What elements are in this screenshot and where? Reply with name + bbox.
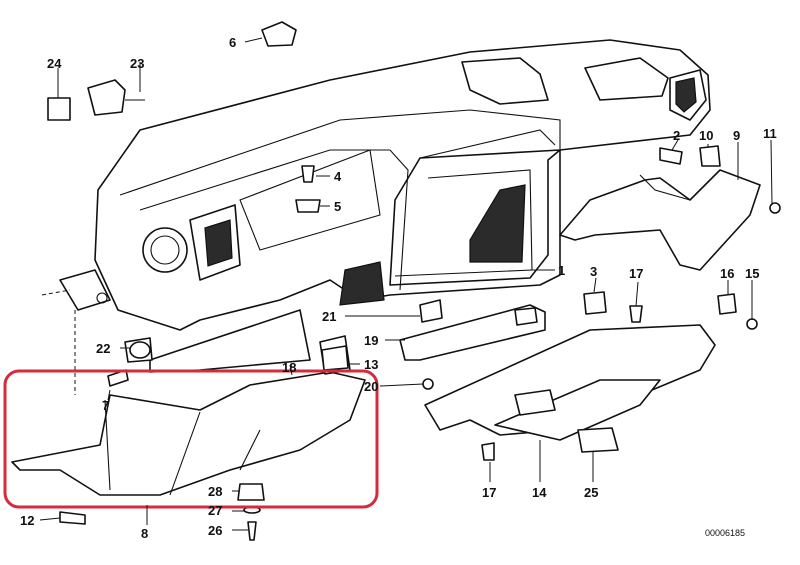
callout-18: 18 — [282, 360, 296, 375]
callout-22: 22 — [96, 341, 110, 356]
right-side-panel — [559, 169, 761, 271]
callout-9: 9 — [733, 128, 740, 143]
callout-17-upper: 17 — [629, 266, 643, 281]
callout-28: 28 — [208, 484, 222, 499]
callout-11: 11 — [763, 126, 777, 141]
callout-13: 13 — [364, 357, 378, 372]
highlight-box — [3, 369, 379, 509]
callout-26: 26 — [208, 523, 222, 538]
callout-2: 2 — [673, 128, 680, 143]
callout-6: 6 — [229, 35, 236, 50]
callout-7: 7 — [102, 398, 109, 413]
callout-19: 19 — [364, 333, 378, 348]
callout-5: 5 — [334, 199, 341, 214]
callout-8: 8 — [141, 526, 148, 541]
callout-20: 20 — [364, 379, 378, 394]
dashboard-main-body — [41, 39, 711, 395]
leader-lines — [39, 37, 773, 531]
callout-27: 27 — [208, 503, 222, 518]
callout-21: 21 — [322, 309, 336, 324]
lower-left-trim — [11, 309, 366, 496]
center-bracket — [399, 299, 546, 361]
callout-12: 12 — [20, 513, 34, 528]
callout-24: 24 — [47, 56, 62, 71]
callout-4: 4 — [334, 169, 342, 184]
callout-17-lower: 17 — [482, 485, 496, 500]
document-number: 00006185 — [705, 528, 745, 538]
callout-16: 16 — [720, 266, 734, 281]
lower-tray-panel — [424, 324, 716, 453]
callout-23: 23 — [130, 56, 144, 71]
callout-1: 1 — [558, 263, 565, 278]
callout-labels: 1 2 3 4 5 6 7 8 9 10 11 12 13 14 15 16 1… — [20, 35, 777, 541]
callout-3: 3 — [590, 264, 597, 279]
callout-10: 10 — [699, 128, 713, 143]
callout-25: 25 — [584, 485, 598, 500]
callout-14: 14 — [532, 485, 547, 500]
callout-15: 15 — [745, 266, 759, 281]
